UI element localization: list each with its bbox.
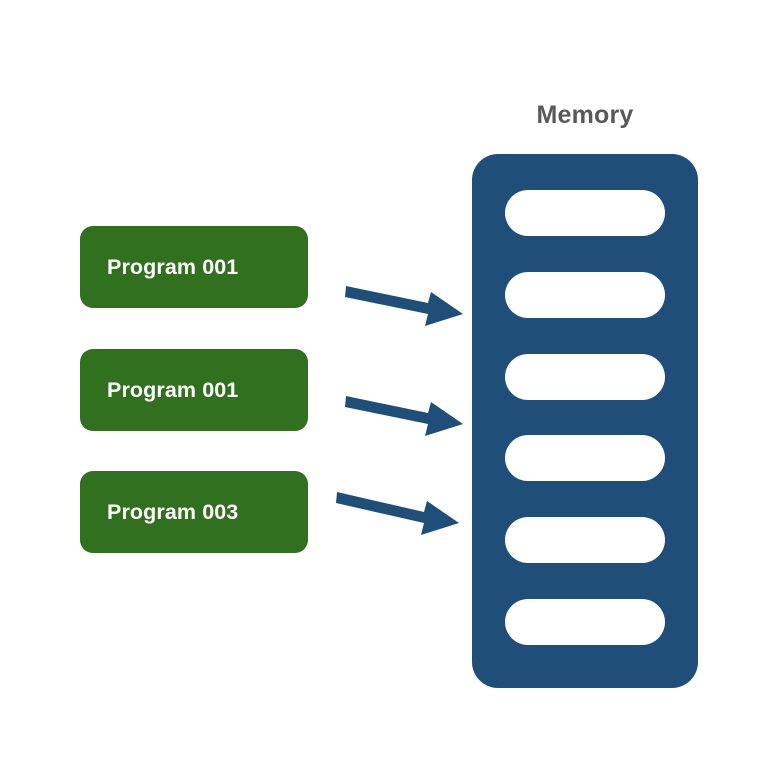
program-box-2[interactable]: Program 001 <box>80 349 308 431</box>
program-box-3[interactable]: Program 003 <box>80 471 308 553</box>
memory-slot-2[interactable] <box>505 272 665 318</box>
program-box-1-label: Program 001 <box>107 254 239 279</box>
program-box-1[interactable]: Program 001 <box>80 226 308 308</box>
memory-title: Memory <box>536 101 634 129</box>
memory-container <box>472 154 698 688</box>
memory-slot-5[interactable] <box>505 517 665 563</box>
arrow-program-2-to-memory-icon <box>345 396 463 436</box>
memory-slot-6[interactable] <box>505 599 665 645</box>
memory-slot-4[interactable] <box>505 435 665 481</box>
arrow-program-3-to-memory-icon <box>336 492 459 535</box>
arrow-program-1-to-memory-icon <box>345 286 463 326</box>
memory-slot-1[interactable] <box>505 190 665 236</box>
program-box-2-label: Program 001 <box>107 377 239 402</box>
memory-slot-3[interactable] <box>505 354 665 400</box>
program-box-3-label: Program 003 <box>107 499 239 524</box>
